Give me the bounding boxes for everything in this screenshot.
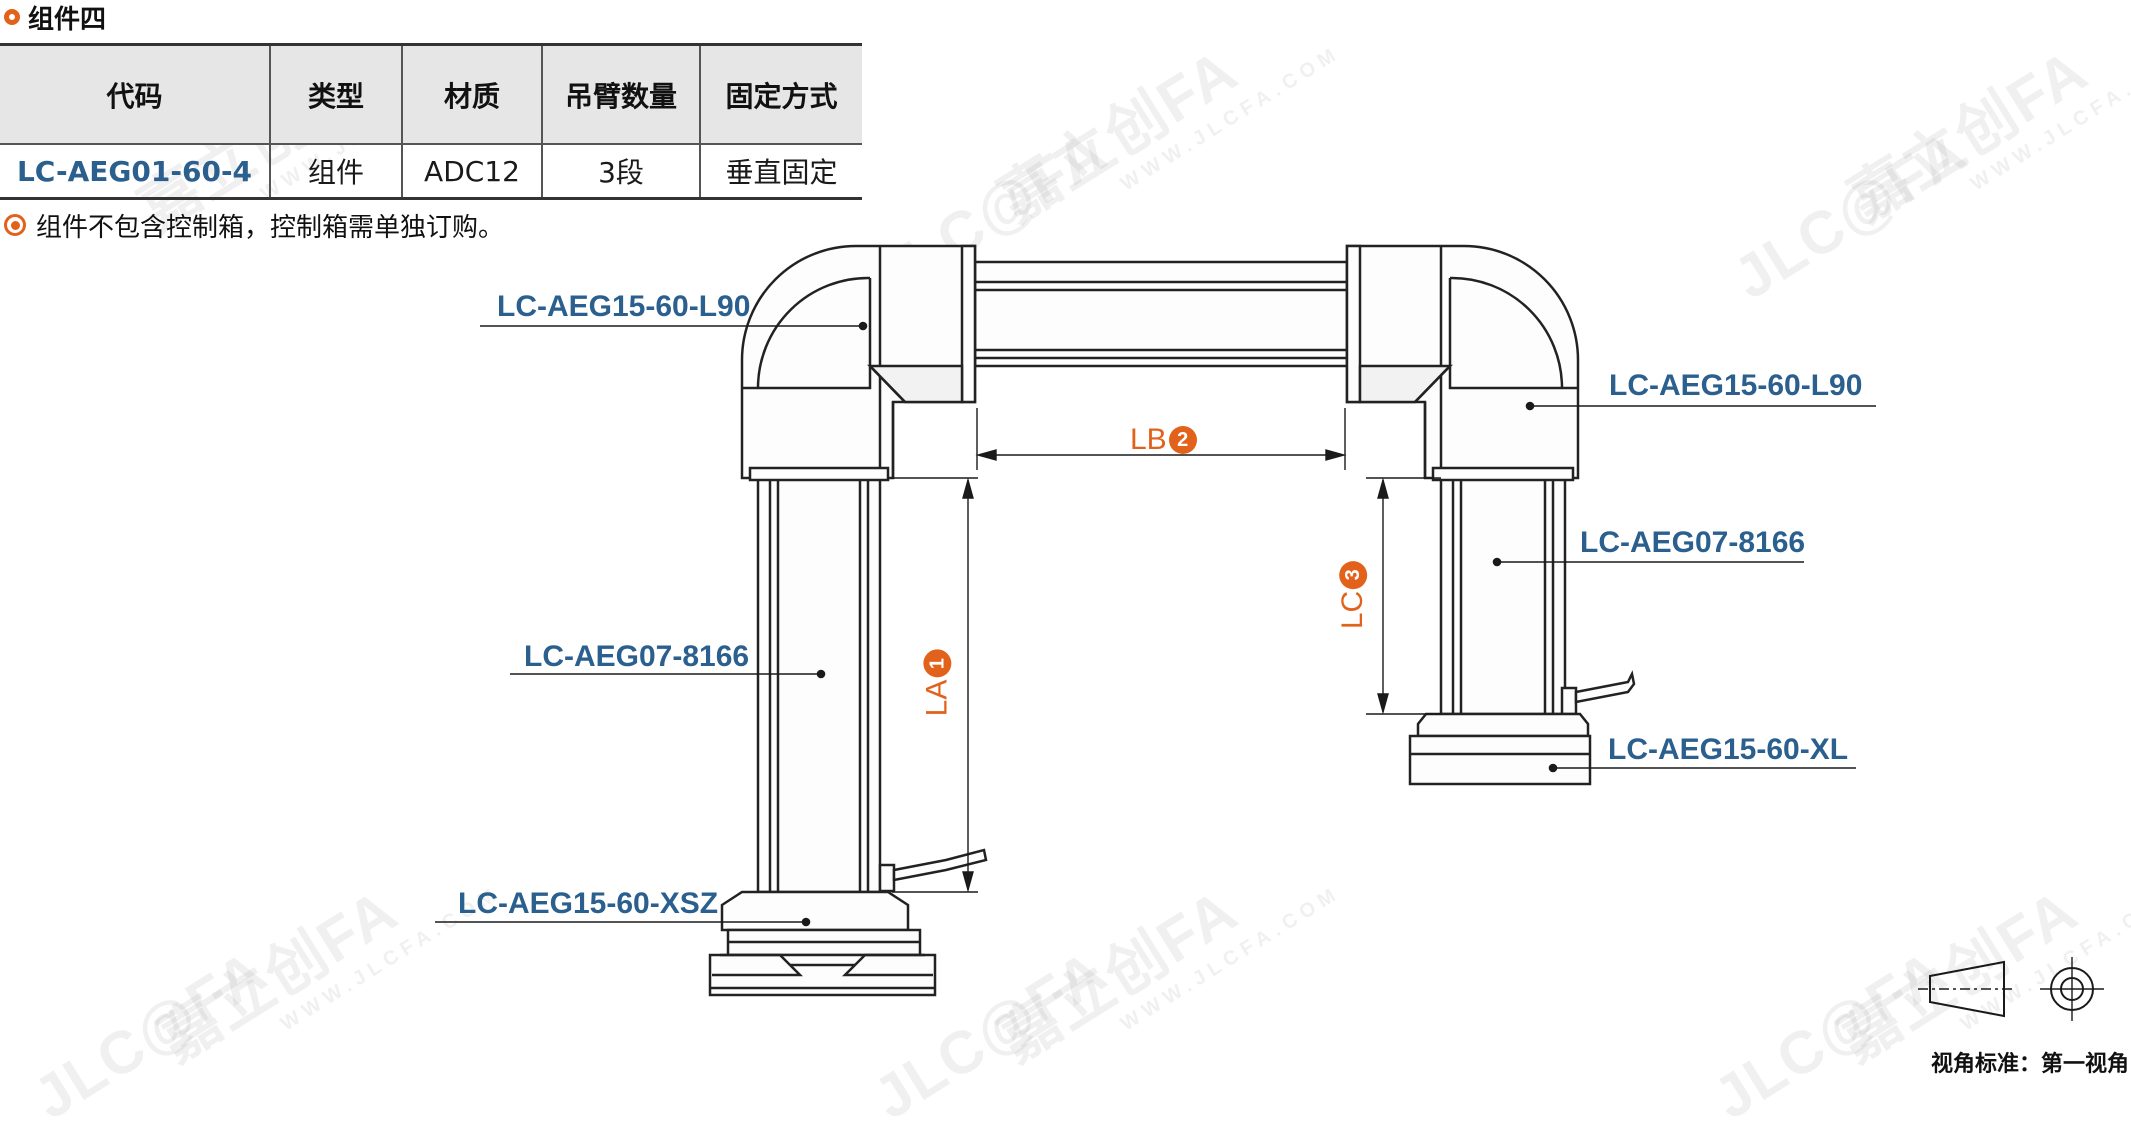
leader-dot xyxy=(1525,401,1535,411)
dimension-label-lc: LC 3 xyxy=(1336,560,1370,630)
assembly-drawing xyxy=(435,244,2104,1021)
dimension-lc xyxy=(1366,477,1441,715)
left-column xyxy=(748,466,890,894)
section-title: 组件四 xyxy=(0,0,107,35)
left-base xyxy=(708,890,937,997)
table-header-row: 代码 类型 材质 吊臂数量 固定方式 xyxy=(0,43,862,145)
right-elbow xyxy=(1345,244,1580,480)
note: 组件不包含控制箱，控制箱需单独订购。 xyxy=(0,207,504,243)
first-angle-projection-icon xyxy=(1918,957,2104,1021)
note-text: 组件不包含控制箱，控制箱需单独订购。 xyxy=(36,212,505,243)
dimension-badge-1: 1 xyxy=(923,649,952,678)
leader-dot xyxy=(1492,557,1502,567)
right-column xyxy=(1431,466,1575,716)
label-right-column: LC-AEG07-8166 xyxy=(1580,526,1806,559)
column-header-arm-count: 吊臂数量 xyxy=(541,43,700,145)
dimension-text-lb: LB xyxy=(1130,423,1167,456)
dimension-badge-2: 2 xyxy=(1168,426,1197,454)
right-clamp-handle xyxy=(1560,670,1636,716)
label-right-base: LC-AEG15-60-XL xyxy=(1608,733,1849,766)
dimension-la xyxy=(892,477,978,893)
left-elbow xyxy=(740,244,977,480)
leader-dot xyxy=(816,669,826,679)
cell-type: 组件 xyxy=(269,144,402,200)
dimension-lb xyxy=(975,408,1347,470)
column-header-code: 代码 xyxy=(0,43,270,145)
spec-table: 代码 类型 材质 吊臂数量 固定方式 LC-AEG01-60-4 组件 ADC1… xyxy=(0,43,862,200)
leader-dot xyxy=(1548,763,1558,773)
dimension-badge-3: 3 xyxy=(1339,560,1368,589)
view-standard-label: 视角标准：第一视角 xyxy=(1930,1052,2129,1077)
table-row: LC-AEG01-60-4 组件 ADC12 3段 垂直固定 xyxy=(0,144,862,200)
cell-arm-count: 3段 xyxy=(541,144,700,200)
column-header-material: 材质 xyxy=(401,43,542,145)
leader-dot xyxy=(801,917,811,927)
column-header-type: 类型 xyxy=(269,43,402,145)
label-left-base: LC-AEG15-60-XSZ xyxy=(458,887,719,920)
label-left-column: LC-AEG07-8166 xyxy=(524,640,750,673)
dimension-text-la: LA xyxy=(920,679,954,717)
dimension-text-lc: LC xyxy=(1336,590,1370,630)
top-beam xyxy=(973,260,1349,368)
left-clamp-handle xyxy=(878,848,988,893)
label-right-elbow: LC-AEG15-60-L90 xyxy=(1609,369,1863,402)
section-title-text: 组件四 xyxy=(28,4,107,35)
right-base xyxy=(1408,712,1592,786)
dimension-label-la: LA 1 xyxy=(920,649,954,717)
dimension-label-lb: LB 2 xyxy=(1130,423,1197,457)
leader-dot xyxy=(858,321,868,331)
ring-bullet-icon xyxy=(4,9,20,25)
target-bullet-icon xyxy=(4,214,26,236)
cell-code: LC-AEG01-60-4 xyxy=(0,144,270,200)
label-left-elbow: LC-AEG15-60-L90 xyxy=(497,290,751,323)
column-header-mounting: 固定方式 xyxy=(699,43,862,145)
cell-material: ADC12 xyxy=(401,144,542,200)
cell-mounting: 垂直固定 xyxy=(699,144,862,200)
